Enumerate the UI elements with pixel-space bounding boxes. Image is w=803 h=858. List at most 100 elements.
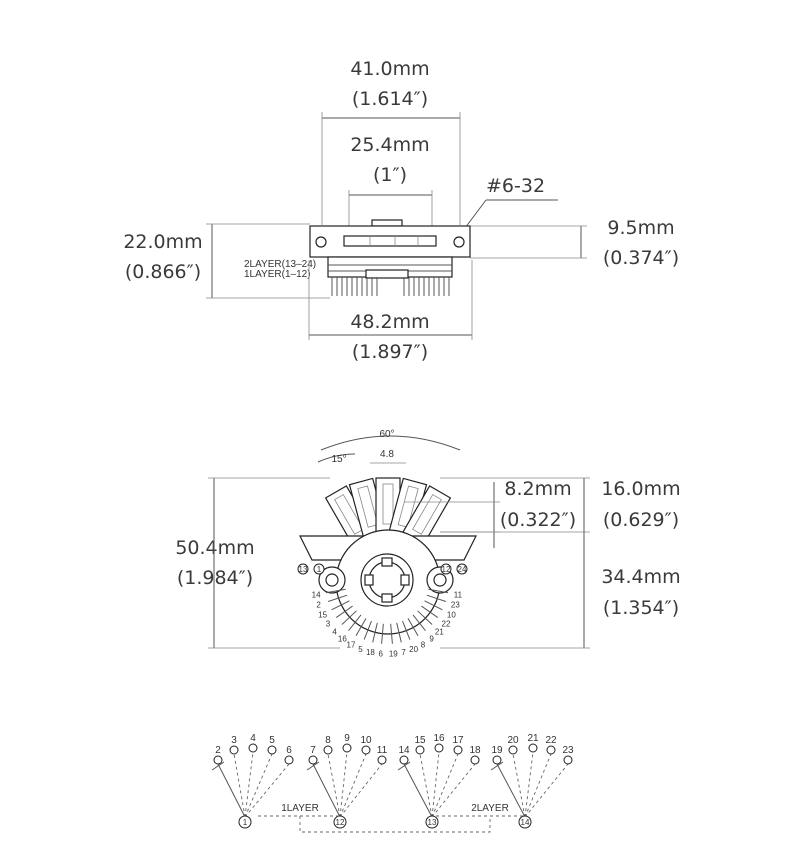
width-inner-label: 25.4mm [350, 134, 429, 156]
angle-step-label: 15° [331, 454, 346, 465]
left-lug-label: 14 [312, 591, 321, 600]
right-lug-label: 11 [454, 591, 463, 600]
wiring-pin-label: 8 [325, 735, 331, 746]
wiring-line [496, 763, 526, 818]
rotor-stub [365, 269, 409, 279]
width-outer-label: 41.0mm [350, 58, 429, 80]
left-lug [331, 600, 350, 611]
right-lug [428, 588, 449, 594]
right-lug [426, 594, 447, 602]
right-lug [402, 620, 411, 640]
wafer-lugs [325, 588, 449, 644]
width-outer-inch-label: (1.614″) [352, 88, 428, 110]
wiring-line [431, 763, 476, 818]
side-view: 60° 15° 4.8 8.2mm (0.322″) 16.0mm (0.629… [175, 429, 680, 659]
left-lug-label: 6 [378, 650, 383, 659]
wiring-line [339, 763, 383, 818]
lever-height-inch-label: (0.322″) [500, 509, 576, 531]
right-lug [417, 610, 433, 625]
left-lug-label: 4 [332, 627, 337, 636]
angle-total-label: 60° [379, 429, 394, 440]
angle-total-arc [320, 435, 461, 451]
wiring-line [312, 763, 341, 818]
wiring-line [431, 753, 459, 818]
height-label: 22.0mm [123, 231, 202, 253]
lower-height-label: 34.4mm [601, 566, 680, 588]
right-lug-label: 19 [389, 650, 398, 659]
top-view-lugs [331, 277, 450, 296]
left-lug-label: 15 [318, 610, 327, 619]
wiring-line [233, 753, 246, 818]
left-lug-label: 17 [347, 640, 356, 649]
wiring-pin [213, 755, 223, 765]
wiring-pin-label: 19 [491, 745, 503, 756]
wiring-common [238, 815, 252, 829]
wiring-pin [377, 755, 387, 765]
wiring-common-label: 13 [428, 818, 437, 827]
right-lug [396, 622, 402, 643]
right-lug-label: 8 [421, 640, 426, 649]
right-lug-label: 21 [435, 627, 444, 636]
left-lug [372, 622, 378, 643]
lever-width-label: 4.8 [380, 449, 394, 460]
left-lug-label: 16 [338, 634, 347, 643]
left-lug [341, 610, 357, 625]
common-lug-label: 24 [458, 565, 467, 574]
wiring-pin-label: 4 [250, 733, 256, 744]
common-lug [297, 563, 309, 575]
wiring-pin [361, 745, 371, 755]
lever-top [371, 219, 403, 227]
wiring-line [512, 753, 526, 818]
depth-label: 9.5mm [607, 217, 674, 239]
left-lug-label: 3 [326, 619, 331, 628]
right-lug [421, 605, 439, 618]
right-lug-label: 20 [409, 645, 418, 654]
wiring-pin-label: 6 [286, 745, 292, 756]
height-inch-label: (0.866″) [125, 261, 201, 283]
wiring-pin-label: 23 [562, 745, 574, 756]
wiring-pin [528, 743, 538, 753]
wiring-pin [248, 743, 258, 753]
wiring-pin [267, 745, 277, 755]
wiring-common-label: 12 [336, 818, 345, 827]
wiring-line [244, 751, 254, 818]
total-height-label: 50.4mm [175, 537, 254, 559]
wiring-line [339, 751, 348, 818]
right-lug-label: 9 [429, 634, 434, 643]
wiring-common [425, 815, 439, 829]
wiring-pin [492, 755, 502, 765]
wiring-pin [415, 745, 425, 755]
wiper-mark [490, 761, 504, 771]
common-lug [313, 563, 325, 575]
wiring-pin [399, 755, 409, 765]
wiper-mark [397, 761, 411, 771]
right-lug [407, 618, 419, 636]
wiper-mark [211, 761, 225, 771]
left-lug-label: 18 [366, 648, 375, 657]
upper-height-label: 16.0mm [601, 478, 680, 500]
layer2-label: 2LAYER(13–24) [244, 259, 316, 270]
wiring-pin [508, 745, 518, 755]
angle-step-arc [317, 453, 356, 463]
upper-height-inch-label: (0.629″) [603, 509, 679, 531]
total-height-inch-label: (1.984″) [177, 567, 253, 589]
left-lug-label: 5 [358, 645, 363, 654]
wiring-pin [284, 755, 294, 765]
wiring-line [524, 753, 552, 818]
wiring-common [518, 815, 532, 829]
wiring-pin-label: 16 [433, 733, 445, 744]
wiring-pin-label: 20 [507, 735, 519, 746]
base-inch-label: (1.897″) [352, 341, 428, 363]
wiring-common-label: 1 [243, 818, 248, 827]
common-lug-label: 13 [299, 565, 308, 574]
right-lug-label: 10 [447, 610, 456, 619]
wiring-pin-label: 3 [231, 735, 237, 746]
common-lug-label: 12 [442, 565, 451, 574]
wiring-line [339, 753, 367, 818]
left-lug [355, 618, 367, 636]
